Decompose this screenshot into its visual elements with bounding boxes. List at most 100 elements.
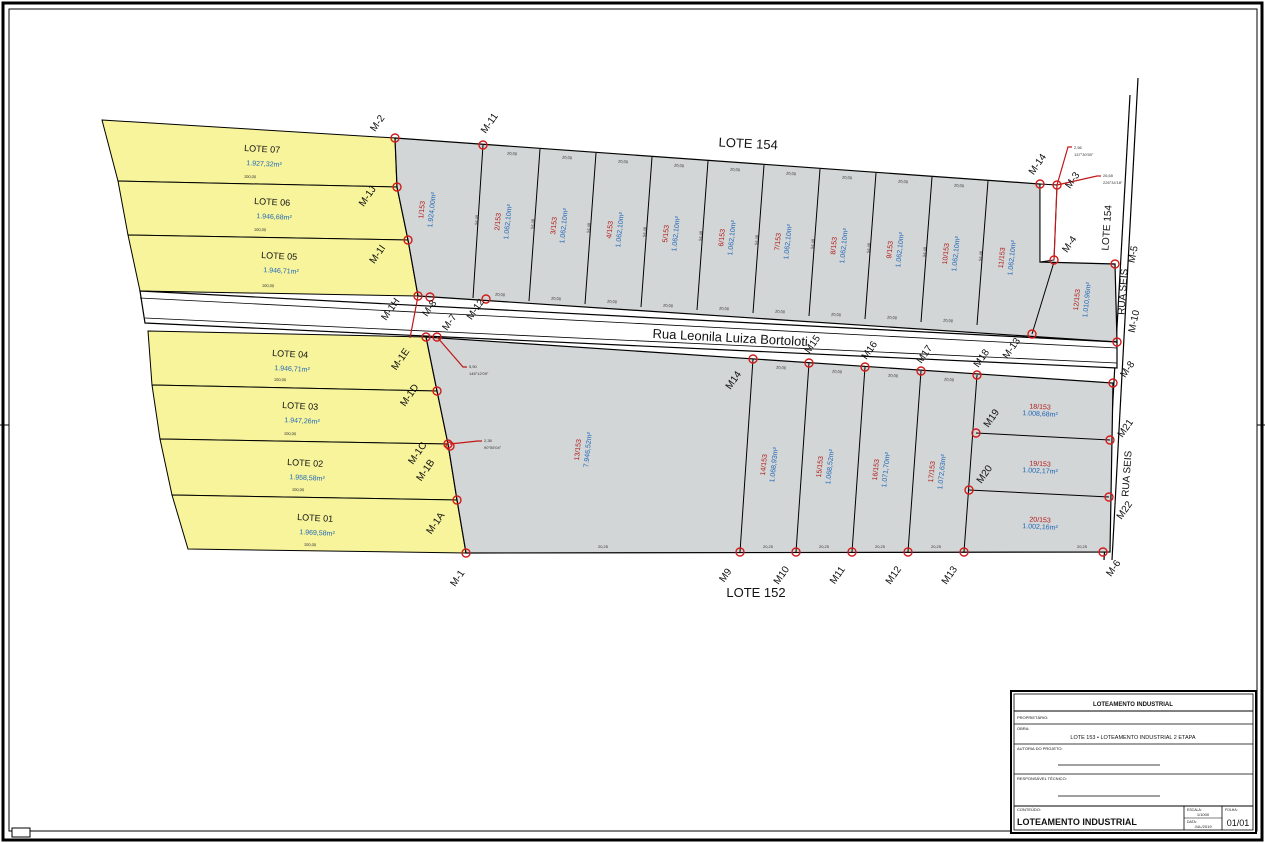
marker-m1a-circle: [452, 495, 462, 505]
lot-01-shape: [171, 494, 467, 554]
north-lot-area-5: 1.062,10m²: [671, 215, 682, 252]
marker-m8b-circle: [1108, 378, 1118, 388]
south-lot-num-20: 20/153: [1029, 516, 1051, 524]
north-lot-num-12: 12/153: [1073, 289, 1082, 311]
angle-1-bearing: 137°30'50": [1074, 152, 1094, 157]
marker-m10-circle: [1112, 337, 1122, 347]
dim-north-depth-7: 54,40: [809, 238, 815, 249]
marker-m1d-circle: [432, 386, 442, 396]
dim-north-top-7: 20,00: [842, 175, 853, 181]
yellow-lot-name-4: LOTE 04: [272, 348, 309, 360]
marker-m22-circle: [1104, 492, 1114, 502]
north-lot-area-4: 1.062,10m²: [615, 211, 626, 248]
yellow-lot-name-6: LOTE 02: [287, 457, 324, 469]
angle-2-dist: 26,65: [1103, 173, 1114, 178]
tb-folha: 01/01: [1227, 818, 1250, 828]
dim-yellow-5: 100,00: [284, 431, 297, 436]
title-block: LOTEAMENTO INDUSTRIAL PROPRIETÁRIO: OBRA…: [1010, 690, 1257, 834]
north-lot-area-1: 1.924,00m²: [427, 191, 438, 228]
dim-yellow-3: 100,00: [262, 283, 275, 288]
marker-m12b-circle: [903, 547, 913, 557]
south-lot-num-13: 13/153: [574, 439, 583, 461]
dim-north-depth-6: 54,40: [753, 234, 759, 245]
tb-data: JUL/2019: [1194, 824, 1212, 829]
dim-north-bottom-2: 20,00: [551, 296, 562, 302]
marker-m1b-circle: [445, 441, 455, 451]
dim-north-bottom-9: 20,00: [943, 318, 954, 324]
tb-obra-label: OBRA:: [1017, 726, 1029, 731]
marker-m1h-circle: [413, 291, 423, 301]
tb-autoria-label: AUTORIA DO PROJETO:: [1017, 746, 1063, 751]
dim-north-depth-8: 54,40: [865, 242, 871, 253]
marker-m19-circle: [971, 428, 981, 438]
label-rua-seis-bottom: RUA SEIS: [1120, 450, 1134, 497]
north-lot-area-10: 1.062,10m²: [951, 235, 962, 272]
marker-m13t-circle: [1027, 329, 1037, 339]
tb-bottom-title: LOTEAMENTO INDUSTRIAL: [1017, 817, 1137, 827]
lot-02-shape: [159, 438, 458, 501]
dim-north-top-3: 20,00: [618, 159, 629, 165]
dim-south-bottom-6: 20,25: [1077, 544, 1088, 549]
dim-north-bottom-8: 20,00: [887, 315, 898, 321]
marker-m5-circle: [1110, 259, 1120, 269]
dim-north-top-1: 20,00: [507, 151, 518, 157]
north-lot-num-11: 11/153: [998, 247, 1007, 269]
south-lot-num-18: 18/153: [1029, 403, 1051, 411]
dim-south-top-2: 20,00: [832, 369, 843, 375]
south-lot-area-15: 1.068,52m²: [825, 448, 836, 485]
angle-3-dist: 5,50: [469, 364, 478, 369]
marker-m1j-circle: [392, 182, 402, 192]
marker-m1e-circle: [421, 332, 431, 342]
north-lot-num-2: 2/153: [494, 213, 503, 231]
label-lote-154-top: LOTE 154: [718, 134, 778, 152]
dim-north-depth-9: 54,40: [921, 246, 927, 257]
marker-m1-circle: [461, 548, 471, 558]
north-lot-num-3: 3/153: [550, 217, 559, 235]
sheet-inner-border: [8, 8, 1258, 832]
north-lot-num-1: 1/153: [418, 201, 427, 219]
yellow-lot-name-2: LOTE 06: [254, 196, 291, 208]
dim-yellow-7: 100,00: [304, 542, 317, 547]
angle-1-dist: 2,56: [1074, 145, 1083, 150]
north-lot-area-11: 1.062,10m²: [1007, 239, 1018, 276]
south-lot-area-13: 7.946,52m²: [583, 431, 594, 468]
north-lot-num-6: 6/153: [718, 229, 727, 247]
marker-m15-circle: [804, 358, 814, 368]
marker-m2-circle: [390, 133, 400, 143]
yellow-lot-area-6: 1.958,58m²: [289, 474, 325, 483]
dim-north-depth-4: 54,40: [641, 226, 647, 237]
marker-m4-circle: [1049, 255, 1059, 265]
north-lot-num-10: 10/153: [942, 243, 951, 265]
north-lot-num-4: 4/153: [606, 221, 615, 239]
marker-m14b-circle: [748, 354, 758, 364]
dim-north-top-6: 20,00: [786, 171, 797, 177]
south-lot-num-16: 16/153: [872, 459, 881, 481]
dim-yellow-1: 100,00: [244, 174, 257, 179]
south-lot-num-14: 14/153: [760, 454, 769, 476]
dim-north-top-9: 20,00: [954, 183, 965, 189]
dim-north-bottom-1: 20,00: [495, 292, 506, 298]
south-lot-area-19: 1.002,17m²: [1022, 467, 1058, 476]
dim-north-bottom-7: 20,00: [831, 312, 842, 318]
dim-north-top-8: 20,00: [898, 179, 909, 185]
dim-yellow-4: 100,00: [274, 377, 287, 382]
yellow-lot-area-5: 1.947,26m²: [284, 417, 320, 426]
dim-north-top-2: 20,00: [562, 155, 573, 161]
marker-m1c-circle: [443, 439, 453, 449]
yellow-lot-name-5: LOTE 03: [282, 400, 319, 412]
marker-m14-circle: [1035, 179, 1045, 189]
dim-south-top-1: 20,00: [776, 365, 787, 371]
north-lot-area-7: 1.062,10m²: [783, 223, 794, 260]
north-lot-dividers: [472, 144, 1055, 335]
south-lot-area-14: 1.068,93m²: [769, 446, 780, 483]
label-lote-154-side: LOTE 154: [1100, 204, 1114, 251]
marker-m11b-circle: [847, 547, 857, 557]
angle-3-bearing: 146°12'09": [469, 371, 489, 376]
dim-north-top-4: 20,00: [674, 163, 685, 169]
north-lot-area-9: 1.062,10m²: [895, 231, 906, 268]
tb-obra-value: LOTE 153 • LOTEAMENTO INDUSTRIAL 2 ETAPA: [1070, 735, 1196, 741]
south-lot-area-18: 1.008,68m²: [1022, 410, 1058, 419]
south-block-shape: [425, 336, 1114, 554]
